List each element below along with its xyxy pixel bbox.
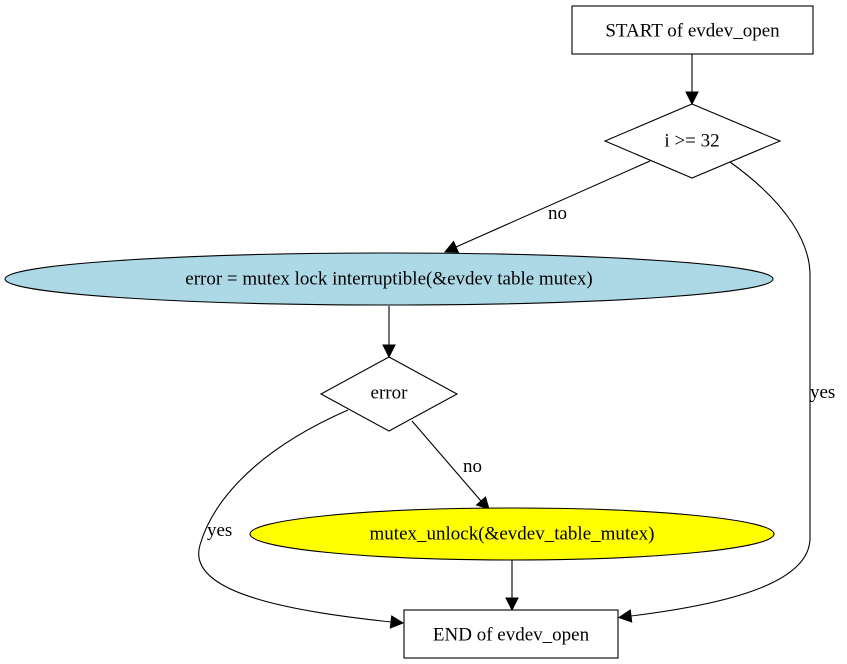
edge-unlock-to-end [505, 560, 519, 612]
condition-node-i: i >= 32 [603, 103, 782, 179]
edge-label-no: no [548, 203, 567, 224]
condition-node-error-label: error [371, 382, 409, 403]
edge-label-yes: yes [810, 382, 835, 403]
lock-node: error = mutex lock interruptible(&evdev … [4, 252, 774, 306]
condition-node-error: error [319, 356, 459, 432]
edge-condition-yes-to-end [617, 161, 811, 623]
edge-condition-no-to-lock [443, 160, 651, 254]
condition-node-i-label: i >= 32 [664, 130, 719, 151]
edge-start-to-condition [685, 54, 699, 106]
edge-error-no-to-unlock [411, 420, 490, 510]
start-node: START of evdev_open [571, 5, 814, 55]
edge-label-no: no [463, 456, 482, 477]
edge-label-yes: yes [207, 520, 232, 541]
unlock-node: mutex_unlock(&evdev_table_mutex) [249, 507, 775, 561]
unlock-node-label: mutex_unlock(&evdev_table_mutex) [370, 523, 655, 544]
edge-error-yes-to-end [198, 409, 405, 629]
start-node-label: START of evdev_open [605, 20, 780, 41]
end-node-label: END of evdev_open [433, 624, 590, 645]
end-node: END of evdev_open [403, 609, 619, 659]
edge-lock-to-error [382, 306, 396, 359]
lock-node-label: error = mutex lock interruptible(&evdev … [185, 268, 592, 289]
